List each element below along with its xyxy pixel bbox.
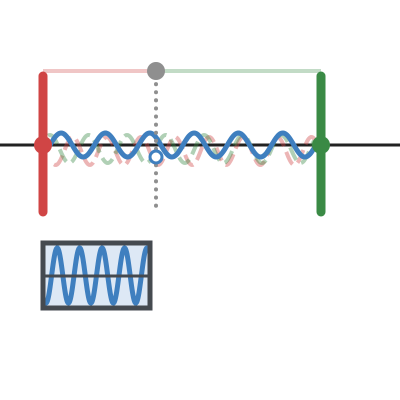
probe-marker [148, 149, 164, 165]
right-endpoint [312, 136, 330, 154]
inset-frame [40, 240, 153, 311]
combined-wave [47, 130, 319, 160]
right-dashed-wave [47, 132, 316, 166]
left-endpoint [34, 136, 52, 154]
inset-panel [40, 240, 153, 311]
probe-handle[interactable] [147, 62, 165, 80]
